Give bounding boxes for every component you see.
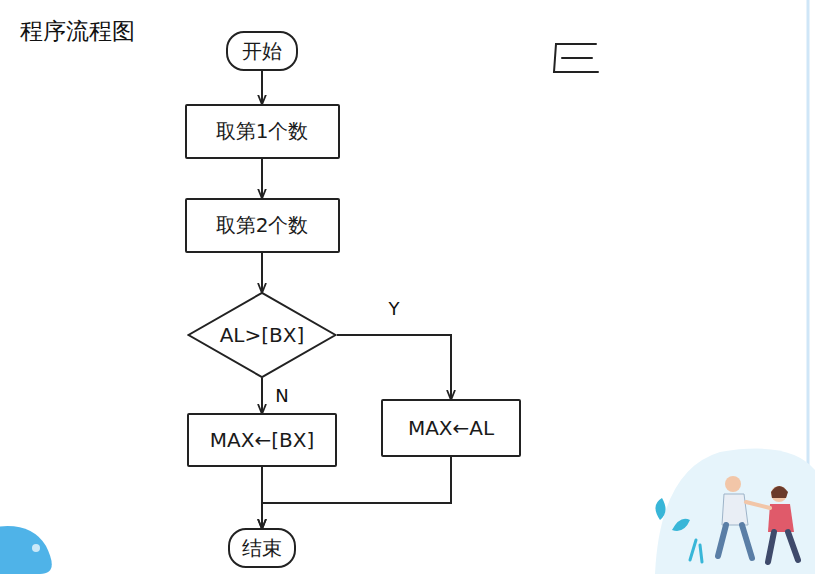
- terminal-box: 开始: [226, 31, 298, 71]
- node-text: 取第1个数: [216, 119, 309, 143]
- branch-label: Y: [386, 298, 403, 320]
- flow-arrow: [261, 378, 263, 413]
- plant: [690, 540, 702, 562]
- node-text: 结束: [242, 536, 282, 560]
- node-text: AL>[BX]: [220, 323, 305, 347]
- flow-arrow: [261, 253, 263, 293]
- node-text: 取第2个数: [216, 213, 309, 237]
- terminal-box: 结束: [228, 528, 296, 568]
- diagram-title: 程序流程图: [20, 16, 135, 47]
- bracket-mark: [554, 44, 598, 72]
- process-box: MAX←AL: [381, 399, 521, 457]
- decision-diamond: AL>[BX]: [187, 292, 337, 378]
- diamond-shape: [189, 293, 336, 377]
- person-body: [722, 494, 748, 525]
- blob-dot: [32, 544, 40, 552]
- flow-arrow: [261, 71, 263, 104]
- person-hair: [771, 486, 788, 498]
- person-head: [771, 486, 787, 502]
- person-legs: [768, 532, 798, 562]
- person-legs: [718, 525, 752, 558]
- corner-blob: [0, 526, 52, 574]
- flow-arrow: [261, 159, 263, 198]
- flow-arrow: [262, 457, 451, 528]
- leaf: [655, 498, 690, 531]
- holding-hands: [746, 502, 770, 508]
- running-people: [655, 449, 815, 574]
- branch-label: N: [272, 385, 291, 407]
- person-head: [725, 476, 741, 492]
- flow-arrow: [337, 335, 451, 399]
- node-text: 开始: [242, 39, 282, 63]
- process-box: 取第1个数: [185, 104, 340, 159]
- node-text: MAX←[BX]: [210, 428, 314, 452]
- illustration-ground: [655, 449, 815, 574]
- process-box: 取第2个数: [185, 198, 340, 253]
- node-text: MAX←AL: [408, 416, 494, 440]
- process-box: MAX←[BX]: [187, 413, 337, 467]
